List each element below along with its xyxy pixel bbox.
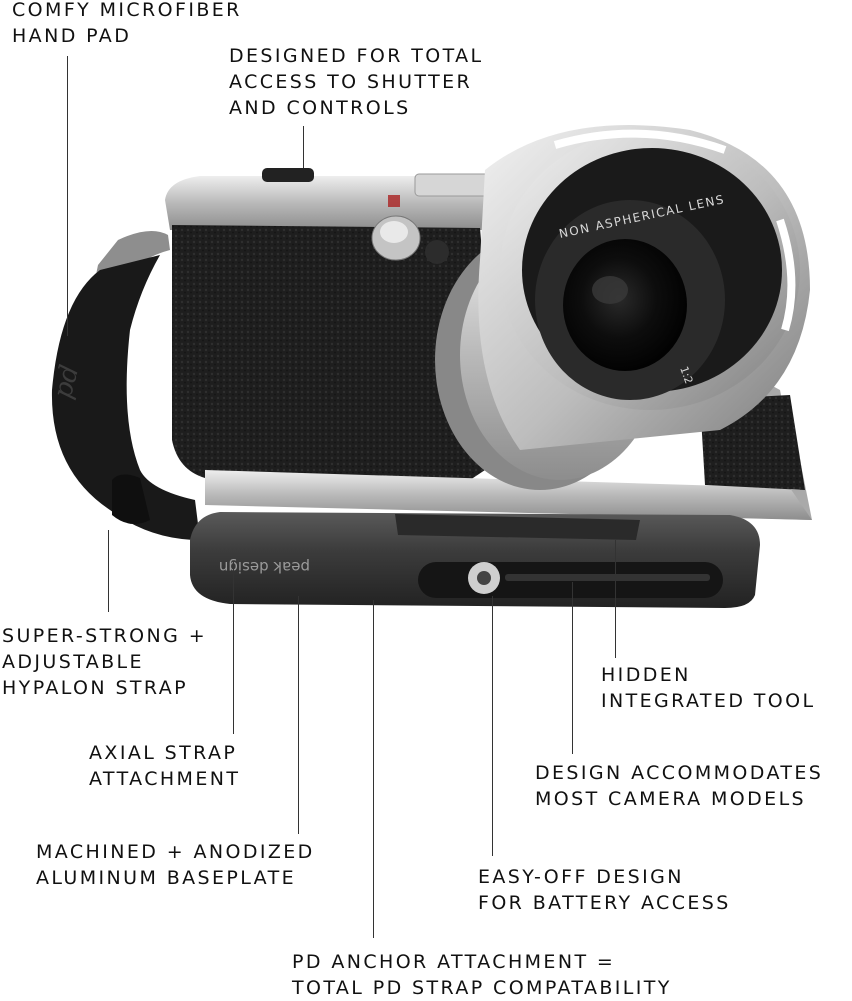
label-hidden-tool: HIDDEN INTEGRATED TOOL	[601, 664, 816, 712]
aperture-text: 1:2	[677, 365, 695, 386]
plate-brand: peak design	[219, 558, 310, 576]
leader-line-accommodates	[572, 582, 573, 754]
hand-strap: pd	[48, 231, 200, 540]
leader-line-strap	[108, 530, 109, 612]
baseplate: peak design	[190, 512, 760, 608]
label-axial: AXIAL STRAP ATTACHMENT	[89, 742, 241, 790]
label-baseplate: MACHINED + ANODIZED ALUMINUM BASEPLATE	[36, 841, 315, 889]
camera-body	[165, 168, 812, 520]
leader-line-baseplate	[298, 596, 299, 834]
leader-line-hand-pad	[67, 56, 68, 336]
label-hand-pad: COMFY MICROFIBER HAND PAD	[12, 0, 242, 47]
label-strap: SUPER-STRONG + ADJUSTABLE HYPALON STRAP	[2, 625, 208, 699]
label-easy-off: EASY-OFF DESIGN FOR BATTERY ACCESS	[478, 866, 731, 914]
label-anchor: PD ANCHOR ATTACHMENT = TOTAL PD STRAP CO…	[292, 951, 672, 999]
leader-line-axial	[233, 562, 234, 734]
leader-line-hidden-tool	[615, 540, 616, 658]
label-total-access: DESIGNED FOR TOTAL ACCESS TO SHUTTER AND…	[229, 45, 484, 119]
leader-line-total-access	[303, 126, 304, 168]
lens: NON ASPHERICAL LENS 1:2	[435, 125, 810, 490]
label-accommodates: DESIGN ACCOMMODATES MOST CAMERA MODELS	[535, 762, 824, 810]
leader-line-easy-off	[492, 596, 493, 856]
leader-line-anchor	[373, 600, 374, 938]
